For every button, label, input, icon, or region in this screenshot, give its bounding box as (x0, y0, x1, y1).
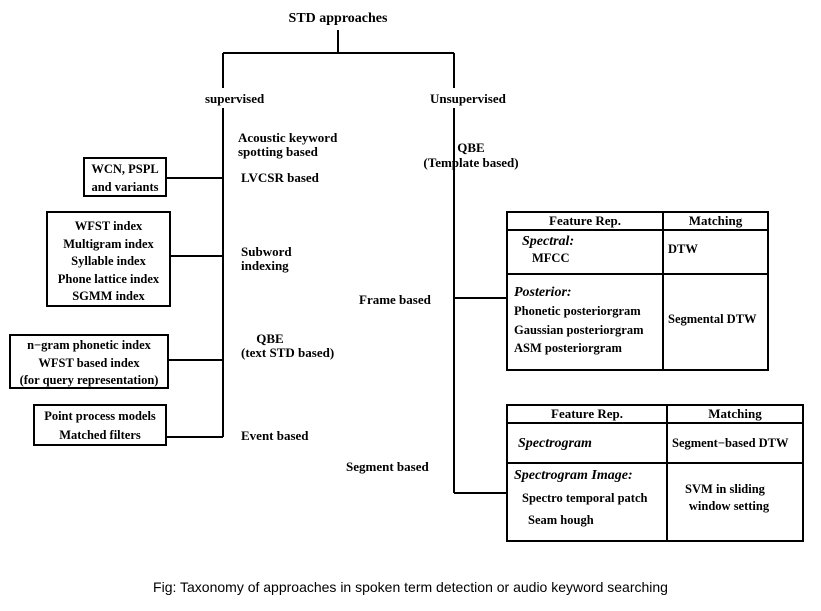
segment-header-matching: Matching (666, 404, 804, 424)
supervised-label: supervised (205, 91, 265, 106)
feature-item: Seam hough (528, 513, 594, 527)
header-text: Feature Rep. (551, 406, 623, 421)
box-item: n−gram phonetic index (27, 338, 151, 352)
feature-item: ASM posteriorgram (514, 341, 622, 355)
box-item: (for query representation) (19, 373, 159, 387)
header-text: Matching (688, 213, 743, 228)
frame-based-table: Feature Rep. Matching Spectral: MFCC DTW… (506, 211, 769, 371)
event-based-label: Event based (241, 428, 309, 443)
segment-row2-feature: Spectrogram Image: Spectro temporal patc… (506, 462, 668, 542)
segment-header-feature: Feature Rep. (506, 404, 668, 424)
event-methods-box: Point process models Matched filters (33, 404, 167, 446)
box-item: WFST index (74, 219, 143, 233)
frame-row1-feature: Spectral: MFCC (506, 229, 664, 275)
matching-text: window setting (688, 499, 770, 513)
segment-based-table: Feature Rep. Matching Spectrogram Segmen… (506, 404, 804, 542)
unsupervised-label: Unsupervised (430, 91, 506, 106)
header-text: Matching (708, 406, 762, 421)
qbe-template-label-1: QBE (457, 140, 485, 155)
frame-row1-matching: DTW (662, 229, 769, 275)
qbe-text-label-2: (text STD based) (241, 345, 335, 360)
acoustic-keyword-label-1: Acoustic keyword (238, 130, 338, 145)
box-item: Matched filters (59, 428, 141, 442)
header-text: Feature Rep. (549, 213, 621, 228)
feature-item: Phonetic posteriorgram (514, 304, 641, 318)
feature-title: Spectrogram (518, 435, 592, 451)
acoustic-keyword-label-2: spotting based (238, 144, 318, 159)
segment-based-label: Segment based (346, 459, 429, 474)
box-item: and variants (91, 179, 159, 194)
qbe-template-label-2: (Template based) (423, 155, 519, 170)
matching-text: Segmental DTW (668, 311, 757, 326)
frame-based-label: Frame based (359, 292, 431, 307)
matching-text: Segment−based DTW (672, 435, 789, 450)
box-item: WFST based index (38, 355, 140, 370)
subword-label-1: Subword (241, 244, 292, 259)
box-item: SGMM index (72, 289, 145, 303)
box-item: Point process models (44, 409, 156, 423)
lvcsr-methods-box: WCN, PSPL and variants (83, 157, 167, 197)
box-item: Syllable index (71, 254, 146, 268)
feature-item: Gaussian posteriorgram (514, 323, 644, 337)
frame-row2-matching: Segmental DTW (662, 273, 769, 371)
frame-row2-feature: Posterior: Phonetic posteriorgram Gaussi… (506, 273, 664, 371)
feature-title: Spectral: (522, 234, 575, 249)
matching-text: SVM in sliding (685, 482, 765, 496)
matching-text: DTW (668, 241, 698, 256)
lvcsr-label: LVCSR based (241, 170, 319, 185)
segment-row2-matching: SVM in sliding window setting (666, 462, 804, 542)
segment-row1-matching: Segment−based DTW (666, 422, 804, 464)
qbe-text-label-1: QBE (256, 331, 284, 346)
segment-row1-feature: Spectrogram (506, 422, 668, 464)
root-title: STD approaches (288, 11, 388, 26)
figure-caption: Fig: Taxonomy of approaches in spoken te… (153, 579, 668, 595)
feature-title: Spectrogram Image: (514, 468, 633, 483)
feature-title: Posterior: (514, 285, 572, 300)
feature-item: MFCC (532, 251, 570, 265)
frame-header-feature: Feature Rep. (506, 211, 664, 231)
subword-label-2: indexing (241, 258, 289, 273)
box-item: WCN, PSPL (91, 162, 159, 176)
feature-item: Spectro temporal patch (522, 491, 648, 505)
box-item: Multigram index (63, 236, 154, 251)
subword-methods-box: WFST index Multigram index Syllable inde… (46, 211, 171, 307)
qbe-methods-box: n−gram phonetic index WFST based index (… (9, 334, 169, 389)
box-item: Phone lattice index (57, 271, 160, 286)
frame-header-matching: Matching (662, 211, 769, 231)
